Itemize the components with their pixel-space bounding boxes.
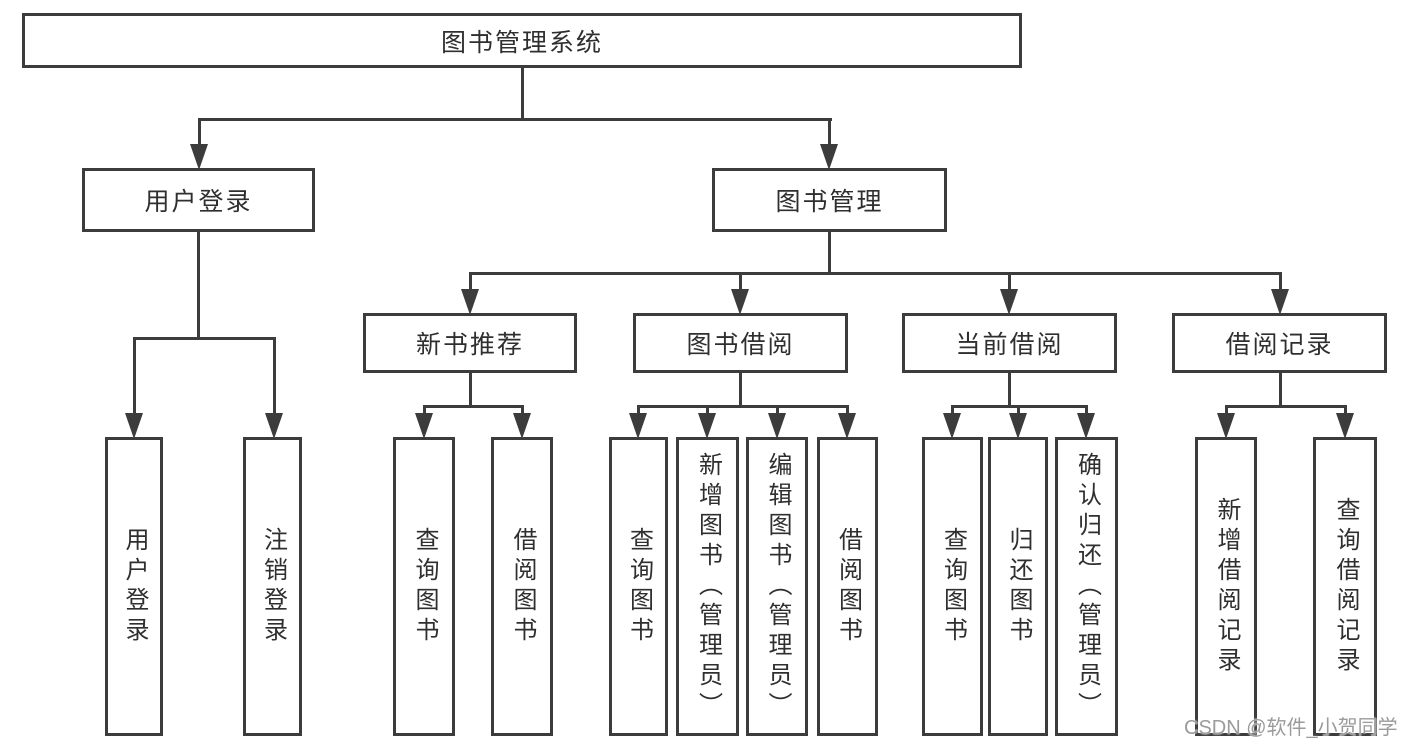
- arrow-down-icon: [461, 289, 479, 315]
- csdn-watermark: CSDN @软件_小贺同学: [1184, 717, 1398, 739]
- leaf-query-borrow-record: 查询借阅记录: [1313, 437, 1377, 736]
- arrow-down-icon: [629, 413, 647, 439]
- arrow-down-icon: [820, 144, 838, 170]
- leaf-label: 用户登录: [121, 526, 148, 647]
- leaf-add-borrow-record: 新增借阅记录: [1195, 437, 1257, 736]
- connector-line: [423, 405, 426, 417]
- connector-line: [1017, 405, 1020, 417]
- node-label: 图书管理系统: [440, 28, 603, 57]
- leaf-return-books: 归还图书: [988, 437, 1048, 736]
- connector-line: [828, 118, 831, 146]
- arrow-down-icon: [1217, 413, 1235, 439]
- connector-line: [706, 405, 709, 417]
- arrow-down-icon: [698, 413, 716, 439]
- connector-line: [637, 405, 640, 417]
- leaf-user-login: 用户登录: [105, 437, 163, 736]
- connector-line: [521, 405, 524, 417]
- leaf-label: 查询图书: [939, 526, 967, 647]
- arrow-down-icon: [1077, 413, 1095, 439]
- leaf-label: 借阅图书: [509, 526, 536, 647]
- node-label: 借阅记录: [1225, 331, 1334, 359]
- arrow-down-icon: [190, 144, 208, 170]
- arrow-down-icon: [415, 413, 433, 439]
- node-borrowing-records: 借阅记录: [1172, 313, 1387, 373]
- connector-line: [469, 272, 472, 291]
- connector-line: [776, 405, 779, 417]
- leaf-query-books-recommend: 查询图书: [393, 437, 455, 736]
- connector-line: [1279, 272, 1282, 291]
- leaf-label: 归还图书: [1005, 526, 1032, 647]
- arrow-down-icon: [731, 289, 749, 315]
- leaf-borrow-books-recommend: 借阅图书: [491, 437, 553, 736]
- connector-line: [423, 405, 524, 408]
- node-book-management: 图书管理: [712, 168, 947, 232]
- connector-line: [197, 232, 200, 340]
- leaf-label: 确认归还（管理员）: [1073, 451, 1101, 722]
- arrow-down-icon: [943, 413, 961, 439]
- connector-line: [828, 232, 831, 275]
- connector-line: [469, 272, 1282, 275]
- leaf-edit-book-admin: 编辑图书（管理员）: [746, 437, 808, 736]
- connector-line: [846, 405, 849, 417]
- arrow-down-icon: [838, 413, 856, 439]
- arrow-down-icon: [768, 413, 786, 439]
- arrow-down-icon: [513, 413, 531, 439]
- connector-line: [1344, 405, 1347, 417]
- connector-line: [198, 118, 201, 146]
- node-label: 用户登录: [144, 188, 253, 216]
- connector-line: [739, 373, 742, 408]
- connector-line: [133, 337, 136, 415]
- node-label: 图书管理: [775, 188, 884, 216]
- node-library-management-system: 图书管理系统: [22, 13, 1022, 68]
- arrow-down-icon: [1336, 413, 1354, 439]
- connector-line: [1008, 272, 1011, 291]
- connector-line: [739, 272, 742, 291]
- connector-line: [1225, 405, 1228, 417]
- node-user-login: 用户登录: [82, 168, 315, 232]
- leaf-label: 查询图书: [411, 526, 438, 647]
- connector-line: [637, 405, 848, 408]
- node-label: 图书借阅: [686, 331, 795, 359]
- connector-line: [1279, 373, 1282, 408]
- leaf-borrow-books-borrowing: 借阅图书: [817, 437, 878, 736]
- leaf-label: 借阅图书: [834, 526, 862, 647]
- arrow-down-icon: [125, 413, 143, 439]
- connector-line: [1008, 373, 1011, 408]
- connector-line: [133, 337, 276, 340]
- leaf-label: 新增借阅记录: [1213, 496, 1240, 677]
- leaf-label: 查询借阅记录: [1332, 496, 1359, 677]
- connector-line: [198, 118, 832, 121]
- leaf-query-books-current: 查询图书: [922, 437, 983, 736]
- node-label: 新书推荐: [415, 331, 524, 359]
- leaf-confirm-return-admin: 确认归还（管理员）: [1055, 437, 1118, 736]
- leaf-add-book-admin: 新增图书（管理员）: [676, 437, 739, 736]
- leaf-label: 编辑图书（管理员）: [764, 451, 791, 722]
- leaf-label: 注销登录: [259, 526, 287, 647]
- node-book-borrowing: 图书借阅: [633, 313, 848, 373]
- node-new-book-recommendation: 新书推荐: [363, 313, 577, 373]
- connector-line: [1225, 405, 1346, 408]
- connector-line: [273, 337, 276, 415]
- node-label: 当前借阅: [955, 331, 1064, 359]
- arrow-down-icon: [1000, 289, 1018, 315]
- leaf-query-books-borrowing: 查询图书: [609, 437, 668, 736]
- leaf-logout: 注销登录: [243, 437, 302, 736]
- arrow-down-icon: [265, 413, 283, 439]
- node-current-borrowing: 当前借阅: [902, 313, 1117, 373]
- connector-line: [521, 68, 524, 121]
- arrow-down-icon: [1009, 413, 1027, 439]
- arrow-down-icon: [1271, 289, 1289, 315]
- connector-line: [469, 373, 472, 408]
- leaf-label: 查询图书: [625, 526, 653, 647]
- connector-line: [1085, 405, 1088, 417]
- connector-line: [951, 405, 954, 417]
- leaf-label: 新增图书（管理员）: [694, 451, 722, 722]
